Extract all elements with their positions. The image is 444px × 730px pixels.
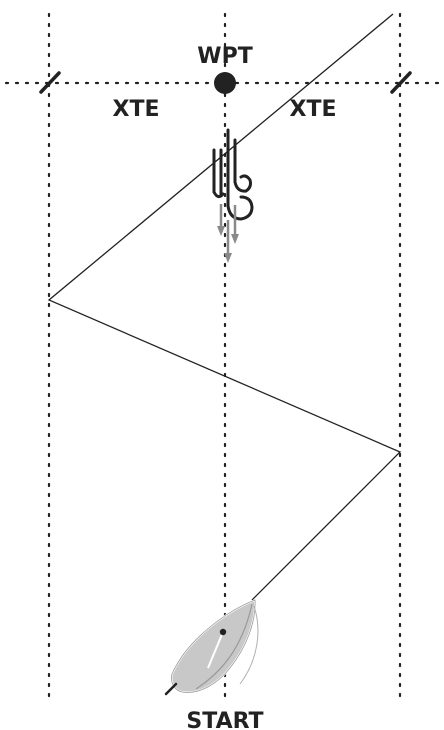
- sailboat-icon: [166, 600, 258, 694]
- boat-hull: [171, 600, 255, 692]
- boat-mast: [220, 629, 226, 635]
- guide-lines: [6, 14, 440, 696]
- xte-label-right: XTE: [290, 97, 337, 122]
- waypoint-marker: [214, 72, 236, 94]
- xte-label-left: XTE: [113, 97, 160, 122]
- start-label: START: [186, 709, 263, 730]
- wind-icon: [214, 130, 252, 263]
- boat-rudder: [166, 684, 176, 694]
- course-track: [49, 14, 400, 600]
- waypoint-label: WPT: [197, 44, 252, 69]
